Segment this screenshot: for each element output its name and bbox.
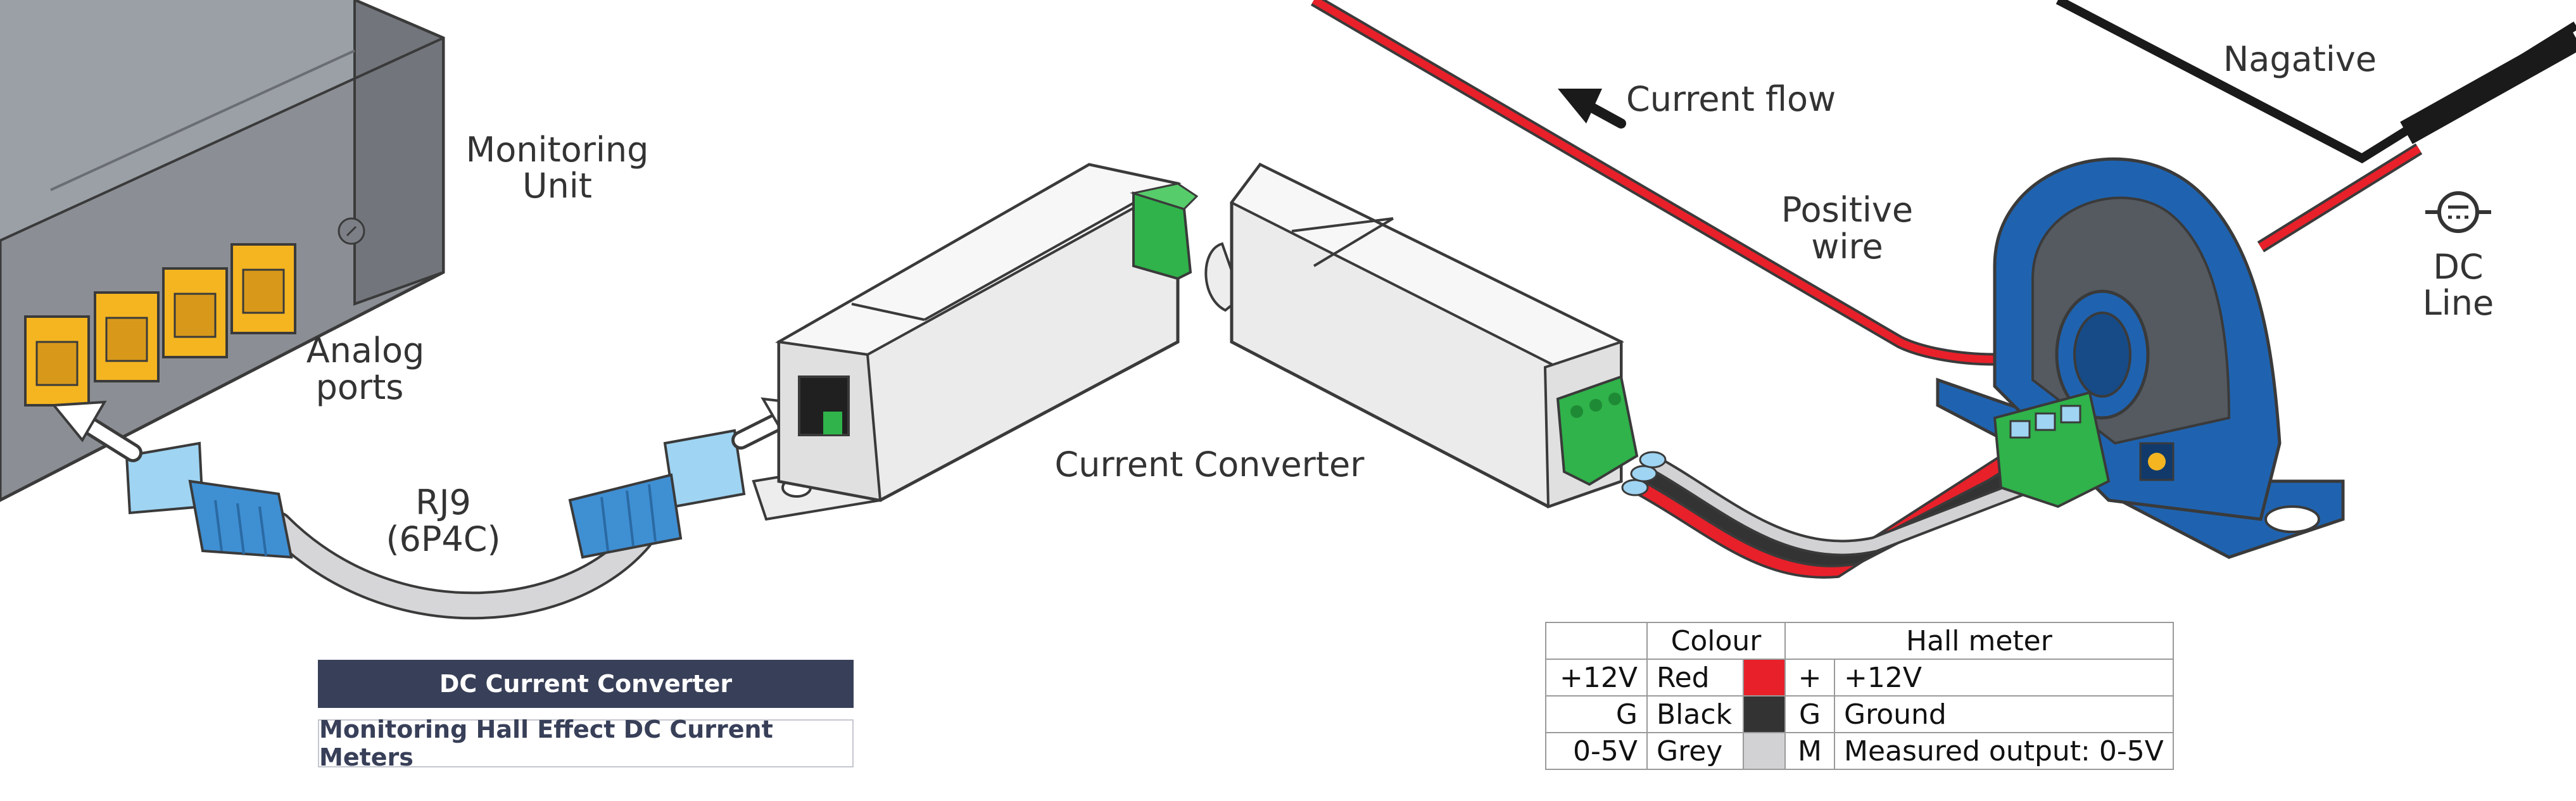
table-header-colour: Colour xyxy=(1646,622,1786,660)
current-converter-label: Current Converter xyxy=(1055,445,1365,484)
insert-arrow-icon xyxy=(51,400,142,462)
monitoring-unit xyxy=(0,0,445,502)
terminal-block xyxy=(1993,391,2111,508)
wiring-table: Colour Hall meter +12V Red + +12V G Blac… xyxy=(1545,622,2174,770)
colour-swatch xyxy=(1744,733,1784,769)
cable-label-line2: (6P4C) xyxy=(386,519,500,559)
signal-cell: 0-5V xyxy=(1545,732,1648,770)
colour-cell: Red xyxy=(1646,659,1744,697)
pin-cell: + xyxy=(1784,659,1835,697)
dc-line-label-line1: DC xyxy=(2433,247,2483,287)
analog-ports-label-line2: ports xyxy=(316,367,404,407)
subtitle-banner: Monitoring Hall Effect DC Current Meters xyxy=(318,716,854,771)
table-header-hall-meter: Hall meter xyxy=(1784,622,2174,660)
colour-swatch xyxy=(1744,660,1784,695)
monitoring-unit-label-line1: Monitoring xyxy=(466,130,649,170)
colour-cell: Grey xyxy=(1646,732,1744,770)
signal-cell: G xyxy=(1545,695,1648,733)
colour-cell: Black xyxy=(1646,695,1744,733)
current-flow-label: Current flow xyxy=(1626,79,1836,119)
colour-swatch-cell xyxy=(1743,732,1786,770)
pin-cell: G xyxy=(1784,695,1835,733)
rj9-cable xyxy=(51,397,820,620)
analog-ports-label-line1: Analog xyxy=(306,331,425,370)
hall-effect-sensor xyxy=(1936,157,2345,559)
table-header-row: Colour Hall meter xyxy=(1545,622,2174,660)
dc-line-label-line2: Line xyxy=(2423,283,2494,323)
title-banner: DC Current Converter xyxy=(318,660,854,708)
colour-swatch-cell xyxy=(1743,659,1786,697)
terminal-block xyxy=(1130,182,1199,281)
table-header-empty xyxy=(1545,622,1648,660)
cable-label-line1: RJ9 xyxy=(415,482,471,522)
colour-swatch-cell xyxy=(1743,695,1786,733)
sensor-wires xyxy=(1621,449,2042,579)
current-flow-arrow-icon xyxy=(1558,89,1626,129)
table-row: 0-5V Grey M Measured output: 0-5V xyxy=(1545,732,2174,770)
positive-wire-label-line1: Positive xyxy=(1781,190,1913,230)
pin-cell: M xyxy=(1784,732,1835,770)
description-cell: Ground xyxy=(1834,695,2174,733)
description-cell: Measured output: 0-5V xyxy=(1834,732,2174,770)
rj9-plug-right xyxy=(568,429,746,559)
current-converter-rj-end xyxy=(752,163,1199,521)
description-cell: +12V xyxy=(1834,659,2174,697)
current-converter-terminal-end xyxy=(1204,162,1639,508)
analog-ports xyxy=(24,243,296,407)
monitoring-unit-label-line2: Unit xyxy=(522,166,592,206)
colour-swatch xyxy=(1744,697,1784,732)
negative-label: Nagative xyxy=(2223,39,2377,79)
table-row: G Black G Ground xyxy=(1545,695,2174,733)
terminal-block xyxy=(1556,375,1639,486)
table-row: +12V Red + +12V xyxy=(1545,659,2174,697)
positive-wire-label-line2: wire xyxy=(1811,227,1883,267)
negative-wire xyxy=(2055,0,2576,164)
signal-cell: +12V xyxy=(1545,659,1648,697)
dc-line-icon xyxy=(2425,191,2491,233)
rj9-plug-left xyxy=(125,441,293,559)
